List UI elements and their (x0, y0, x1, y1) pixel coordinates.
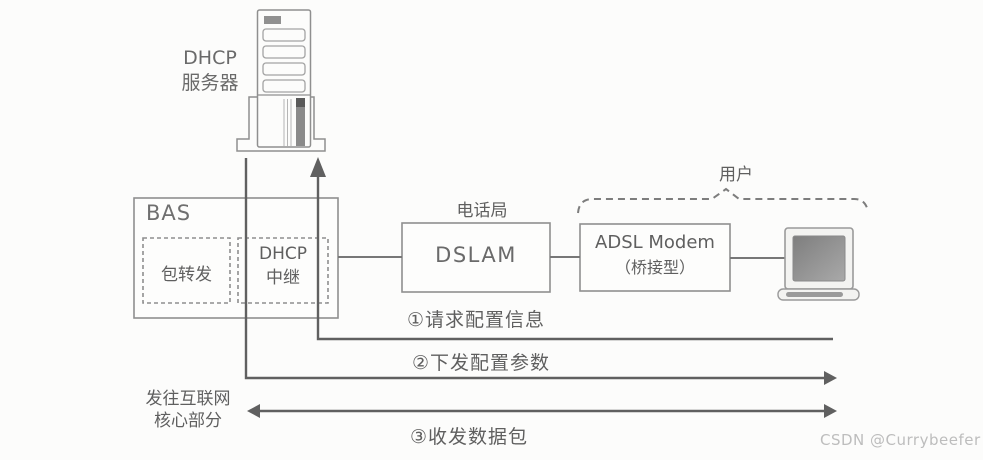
flow1-up-arrowhead (310, 157, 326, 177)
watermark: CSDN @Currybeefer (820, 431, 981, 449)
bas-box (133, 197, 339, 319)
server-slot (262, 79, 306, 93)
adsl-modem-label-line2: （桥接型） (614, 258, 695, 277)
server-dark-strip (296, 98, 305, 146)
dslam-label: DSLAM (435, 243, 517, 267)
dhcp-server-label-line1: DHCP (183, 47, 237, 69)
adsl-modem-label-line1: ADSL Modem (595, 232, 715, 253)
dhcp-relay-label-line1: DHCP (259, 244, 307, 264)
server-dark-cap (296, 98, 305, 107)
dhcp-relay-label-line2: 中继 (266, 268, 300, 288)
dhcp-server-label: DHCP 服务器 (158, 46, 262, 96)
flow3-left-arrowhead (247, 404, 260, 418)
monitor-screen (792, 235, 846, 282)
adsl-modem-box (579, 223, 731, 292)
user-pc-icon (777, 227, 860, 301)
server-slot (262, 28, 306, 42)
internet-core-label-line1: 发往互联网 (145, 389, 231, 409)
monitor-base-slot (786, 292, 843, 297)
user-scope-brace (577, 187, 869, 214)
dhcp-relay-label: DHCP 中继 (238, 242, 328, 290)
flow2-label: ②下发配置参数 (411, 352, 551, 374)
dhcp-server-icon (236, 9, 326, 152)
server-slot (262, 62, 306, 76)
dslam-box (401, 222, 551, 293)
server-badge (264, 16, 281, 24)
internet-core-label: 发往互联网 核心部分 (126, 388, 250, 432)
server-slot (262, 45, 306, 59)
user-label: 用户 (719, 165, 753, 185)
bas-label: BAS (146, 201, 192, 225)
packet-forwarding-box (142, 237, 231, 304)
dhcp-relay-box (237, 237, 329, 304)
flow3-label: ③收发数据包 (409, 426, 529, 448)
packet-forwarding-label: 包转发 (161, 265, 212, 285)
flow3-right-arrowhead (824, 404, 837, 418)
flow1-label: ①请求配置信息 (406, 309, 546, 331)
flow2-right-arrowhead (824, 371, 837, 385)
central-office-label: 电话局 (456, 201, 508, 221)
dhcp-server-label-line2: 服务器 (181, 72, 239, 94)
internet-core-label-line2: 核心部分 (154, 411, 222, 431)
flow2-line (244, 158, 825, 380)
flow1-line (316, 174, 833, 341)
adsl-modem-label: ADSL Modem （桥接型） (580, 230, 730, 280)
